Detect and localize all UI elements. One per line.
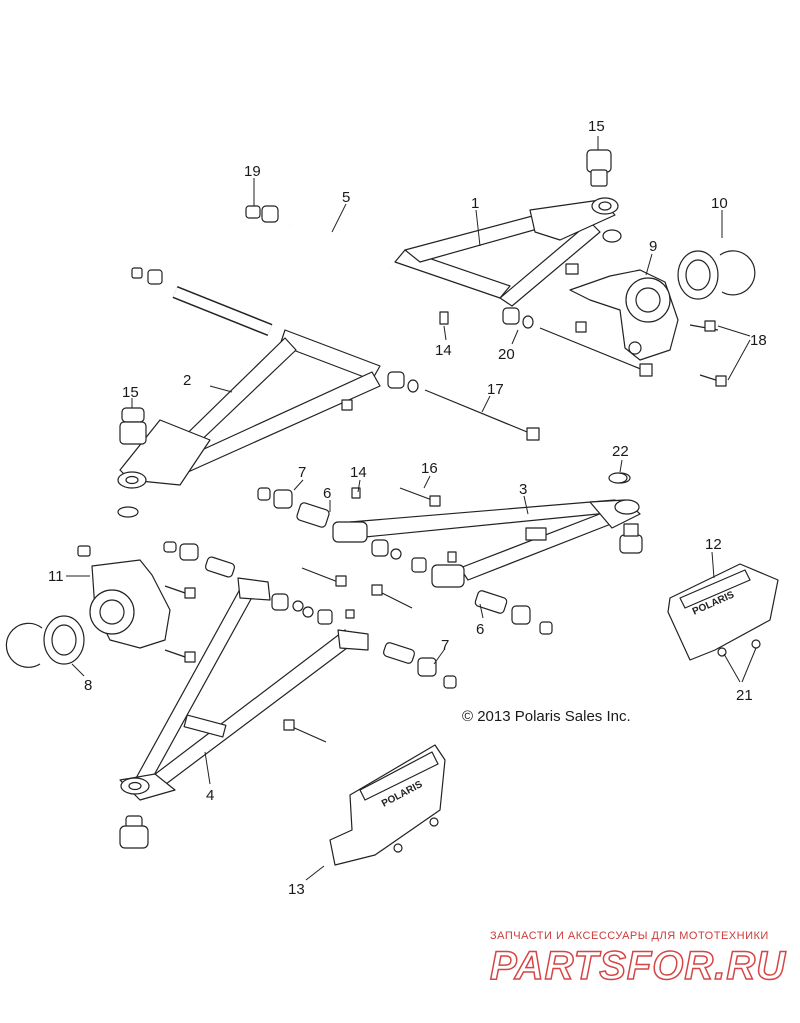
steering-knuckle-9: [569, 269, 679, 361]
watermark-subtitle: ЗАПЧАСТИ И АКСЕССУАРЫ ДЛЯ МОТОТЕХНИКИ: [490, 930, 769, 942]
callout-20: 20: [498, 346, 515, 363]
callout-22: 22: [612, 443, 629, 460]
upper-a-arm-rear: [287, 197, 619, 307]
bolt-long-rear: [539, 327, 649, 373]
callout-13: 13: [288, 881, 305, 898]
bushing-20: [502, 307, 520, 325]
ball-joint-top: [586, 149, 612, 187]
callout-7b: 7: [441, 637, 449, 654]
callout-1: 1: [471, 195, 479, 212]
callout-12: 12: [705, 536, 722, 553]
upper-a-arm-front: [117, 267, 419, 489]
callout-3: 3: [519, 481, 527, 498]
callout-18: 18: [750, 332, 767, 349]
callout-9: 9: [649, 238, 657, 255]
lower-a-arm-front: [119, 577, 369, 801]
callout-11: 11: [48, 568, 64, 585]
ball-joint-bottom: [119, 815, 149, 849]
callout-17: 17: [487, 381, 504, 398]
callout-2: 2: [183, 372, 191, 389]
callout-5: 5: [342, 189, 350, 206]
copyright-text: © 2013 Polaris Sales Inc.: [462, 708, 631, 725]
callout-14b: 14: [350, 464, 367, 481]
wheel-bearing-8: [5, 615, 85, 668]
skid-plate-13: POLARIS: [329, 744, 446, 866]
leader-lines: [66, 136, 757, 881]
bushing-19: [245, 205, 279, 223]
callout-15b: 15: [588, 118, 605, 135]
callout-8: 8: [84, 677, 92, 694]
callout-14a: 14: [435, 342, 452, 359]
callout-19: 19: [244, 163, 261, 180]
wheel-bearing-10: [677, 250, 756, 300]
snap-ring-upper: [602, 229, 622, 243]
callout-10: 10: [711, 195, 728, 212]
knuckle-bolts: [164, 585, 196, 663]
callout-labels: 1 2 3 4 5 6 6 7 7 8 9 10 11 12 13 14 14 …: [48, 118, 767, 898]
callout-4: 4: [206, 787, 214, 804]
skid-plate-12: POLARIS: [667, 563, 779, 661]
callout-7a: 7: [298, 464, 306, 481]
grease-fitting-14a: [439, 311, 449, 325]
bolt-17: [424, 389, 533, 435]
watermark-brand[interactable]: PARTSFOR.RU: [489, 943, 787, 989]
callout-15a: 15: [122, 384, 139, 401]
steering-knuckle-11: [77, 545, 171, 649]
callout-16: 16: [421, 460, 438, 477]
bolt-16: [399, 487, 433, 501]
callout-6b: 6: [476, 621, 484, 638]
ball-joint-left: [119, 407, 147, 445]
callout-21: 21: [736, 687, 753, 704]
callout-6a: 6: [323, 485, 331, 502]
lower-a-arm-rear: [332, 499, 641, 588]
bolts-18: [689, 320, 727, 387]
